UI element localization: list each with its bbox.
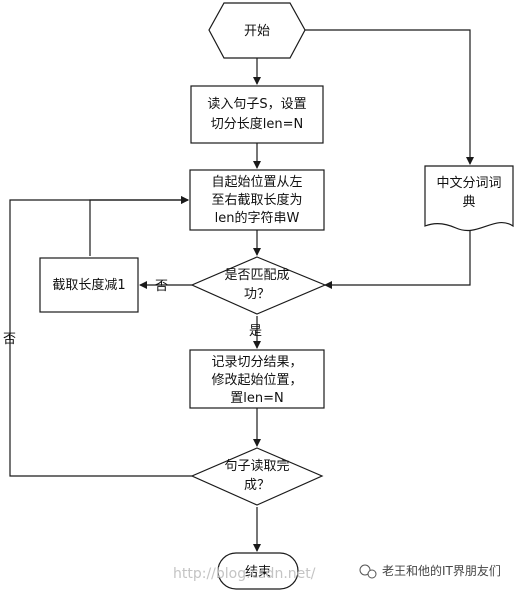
done-decision-node: 句子读取完 成？	[190, 447, 324, 506]
dictionary-node: 中文分词词 典	[424, 165, 514, 231]
chat-bubble-icon	[359, 564, 377, 579]
record-node-line-2: 修改起始位置，	[211, 373, 302, 388]
record-node-line-1: 记录切分结果，	[211, 355, 302, 370]
connectors	[9, 29, 474, 552]
read-node-line-1: 读入句子S，设置	[207, 97, 306, 112]
edge-label-match-no: 否	[155, 279, 168, 294]
edge-label-match-yes: 是	[249, 324, 262, 339]
start-node-line: 开始	[244, 24, 270, 39]
dict-node-line-2: 典	[462, 195, 475, 210]
edge-start-dict	[305, 29, 474, 165]
watermark-url: http://blog.csdn.net/	[173, 566, 316, 582]
match-node-line-2: 功？	[244, 287, 270, 302]
dict-node-line-1: 中文分词词	[436, 176, 501, 191]
done-node-line-1: 句子读取完	[224, 459, 289, 474]
edge-done-extract	[9, 196, 192, 477]
record-result-node: 记录切分结果， 修改起始位置， 置len=N	[189, 349, 325, 409]
extract-node-line-3: len的字符串W	[215, 210, 300, 226]
end-node: 结束	[217, 552, 299, 590]
extract-substring-node: 自起始位置从左 至右截取长度为 len的字符串W	[189, 169, 325, 231]
edge-shorten-extract	[89, 196, 189, 256]
match-node-line-1: 是否匹配成	[224, 268, 289, 283]
match-decision-node: 是否匹配成 功？	[190, 256, 327, 315]
watermark: http://blog.csdn.net/ 老王和他的IT界朋友们	[173, 563, 501, 582]
extract-node-line-2: 至右截取长度为	[211, 192, 302, 208]
end-node-line: 结束	[245, 565, 271, 580]
read-sentence-node: 读入句子S，设置 切分长度len=N	[190, 85, 324, 144]
start-node: 开始	[208, 2, 306, 59]
edge-dict-match	[324, 228, 471, 289]
read-node-line-2: 切分长度len=N	[211, 116, 303, 132]
record-node-line-3: 置len=N	[230, 391, 283, 406]
edge-label-done-no: 否	[3, 332, 16, 347]
extract-node-line-1: 自起始位置从左	[211, 175, 302, 190]
done-node-line-2: 成？	[244, 478, 270, 493]
shorten-node-line: 截取长度减1	[52, 277, 125, 293]
shorten-length-node: 截取长度减1	[39, 257, 139, 313]
watermark-brand: 老王和他的IT界朋友们	[382, 563, 501, 578]
